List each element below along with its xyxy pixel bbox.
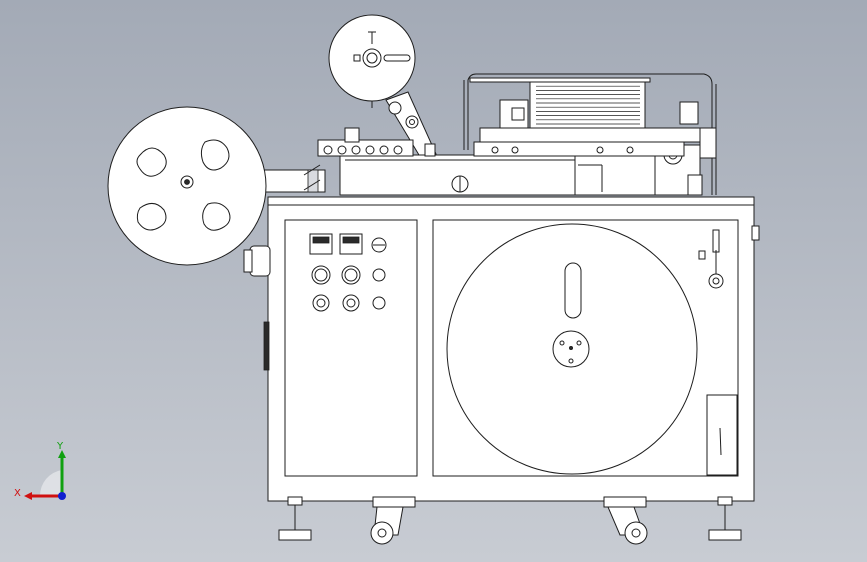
- base-feet: [278, 496, 742, 545]
- control-panel: [284, 219, 418, 477]
- x-axis-arrowhead: [24, 492, 32, 500]
- turntable-panel: [432, 219, 739, 477]
- y-axis-arrowhead: [58, 450, 66, 458]
- supply-reel: [107, 106, 326, 266]
- axis-triad: Y X: [14, 441, 66, 500]
- motor-unit: [463, 73, 717, 195]
- y-axis-label: Y: [56, 441, 64, 452]
- x-axis-label: X: [14, 488, 21, 499]
- label-head: [303, 127, 703, 196]
- top-reel: [328, 14, 437, 161]
- z-axis-dot: [58, 492, 66, 500]
